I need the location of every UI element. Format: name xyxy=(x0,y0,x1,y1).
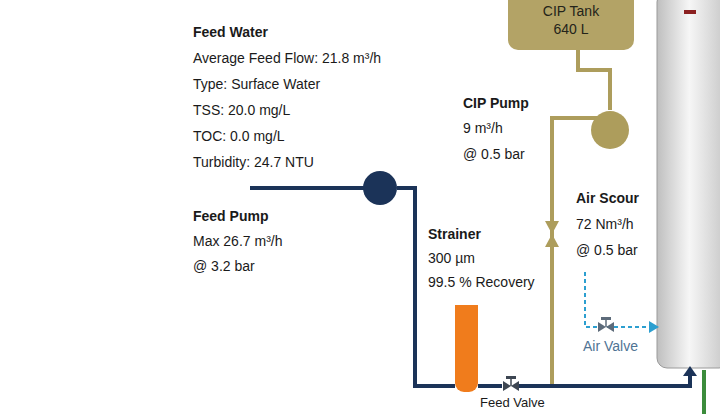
section-heading: Feed Water xyxy=(193,24,268,41)
pump-body xyxy=(591,111,629,149)
feed-inlet-pipe xyxy=(250,186,366,190)
node-detail: @ 0.5 bar xyxy=(463,146,525,163)
pump-body xyxy=(363,171,397,205)
spec-text: Average Feed Flow: 21.8 m³/h xyxy=(193,50,381,67)
valve-actuator xyxy=(601,317,611,320)
feed-pump: Feed PumpMax 26.7 m³/h@ 3.2 bar xyxy=(362,170,398,206)
valve-actuator xyxy=(506,376,516,379)
air-line xyxy=(585,272,649,327)
cip-tank: CIP Tank640 L xyxy=(508,0,634,50)
node-detail: 99.5 % Recovery xyxy=(428,274,535,291)
flow-arrowhead xyxy=(683,366,697,376)
valve-body xyxy=(511,381,519,391)
node-title: Strainer xyxy=(428,226,481,243)
air-arrowhead xyxy=(649,321,659,333)
air-valve: Air Valve xyxy=(597,317,615,337)
check-valve-symbol xyxy=(545,221,559,234)
strainer: Strainer300 µm99.5 % Recovery xyxy=(455,305,478,392)
valve-stem xyxy=(510,379,512,386)
valve-stem xyxy=(605,320,607,327)
valve-symbol xyxy=(502,376,520,396)
spec-text: TSS: 20.0 mg/L xyxy=(193,102,290,119)
check-valve-symbol xyxy=(545,234,559,247)
node-detail: Max 26.7 m³/h xyxy=(193,233,282,250)
spec-text: TOC: 0.0 mg/L xyxy=(193,128,285,145)
node-detail: 640 L xyxy=(508,20,634,38)
node-detail: 300 µm xyxy=(428,250,475,267)
spec-text: Turbidity: 24.7 NTU xyxy=(193,154,314,171)
outlet-pipe xyxy=(702,370,706,414)
spec-text: @ 0.5 bar xyxy=(576,242,638,259)
node-title: Air Valve xyxy=(583,338,638,355)
section-heading: Air Scour xyxy=(576,190,639,207)
feed-valve: Feed Valve xyxy=(502,376,520,396)
pipe-connector xyxy=(478,384,502,388)
cip-pump: CIP Pump9 m³/h@ 0.5 bar xyxy=(590,110,630,150)
node-detail: 9 m³/h xyxy=(463,120,503,137)
spec-text: Type: Surface Water xyxy=(193,76,320,93)
valve-body xyxy=(503,381,511,391)
node-title: CIP Pump xyxy=(463,95,529,112)
pump-symbol xyxy=(362,170,398,206)
pipe-connector xyxy=(578,50,610,110)
module-logo xyxy=(684,10,696,14)
membrane-module xyxy=(657,0,720,368)
spec-text: 72 Nm³/h xyxy=(576,216,634,233)
node-title: Feed Valve xyxy=(480,395,545,410)
valve-body xyxy=(606,322,614,332)
node-title: Feed Pump xyxy=(193,208,268,225)
node-title: CIP Tank xyxy=(508,2,634,20)
module-feed-pipe xyxy=(518,375,690,386)
valve-symbol xyxy=(597,317,615,337)
pump-symbol xyxy=(590,110,630,150)
node-detail: @ 3.2 bar xyxy=(193,258,255,275)
valve-body xyxy=(598,322,606,332)
